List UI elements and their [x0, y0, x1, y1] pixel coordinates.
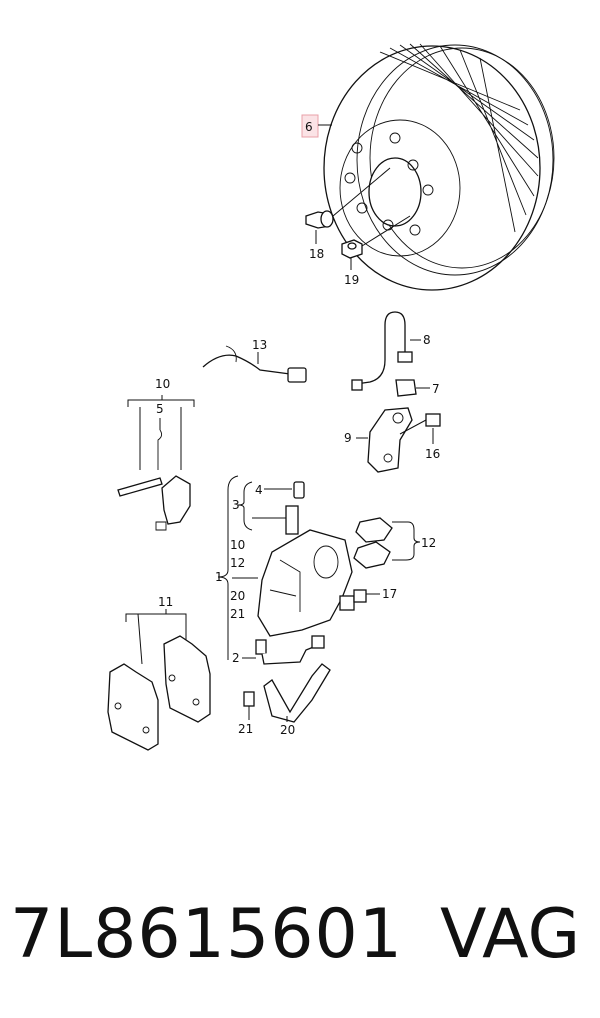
callout-7: 7 [432, 382, 440, 396]
callout-4: 4 [255, 483, 263, 497]
callout-16: 16 [425, 447, 440, 461]
brake-hose [255, 635, 325, 665]
brake-line [351, 311, 413, 391]
bleeder-cap-4 [293, 481, 305, 499]
callout-11: 11 [158, 595, 173, 609]
bolt-21 [243, 691, 255, 707]
callout-20: 20 [280, 723, 295, 737]
bolt-17 [339, 589, 367, 611]
brake-pad-outer [107, 663, 159, 751]
callout-8: 8 [423, 333, 431, 347]
callout-5: 5 [156, 402, 164, 416]
brake-caliper [257, 529, 353, 637]
bolt-19 [341, 215, 411, 259]
brake-pad-inner [163, 635, 211, 723]
support-bracket-20 [263, 663, 331, 723]
anti-rattle-clip [155, 475, 191, 531]
bleeder-valve-3 [252, 505, 299, 535]
callout-17: 17 [382, 587, 397, 601]
bolt-16 [399, 413, 441, 435]
callout-6: 6 [305, 120, 313, 134]
holder-9 [367, 407, 413, 473]
callout-9: 9 [344, 431, 352, 445]
brand-name: VAG [440, 895, 581, 974]
bolt-18 [305, 167, 391, 229]
callout-6-highlight [301, 114, 319, 138]
callout-12-inner: 12 [230, 556, 245, 570]
callout-10: 10 [230, 538, 245, 552]
callout-12: 12 [421, 536, 436, 550]
callout-19: 19 [344, 273, 359, 287]
bracket-7 [395, 379, 417, 397]
callout-20-inner: 20 [230, 589, 245, 603]
callout-10-top: 10 [155, 377, 170, 391]
footer: 7L8615601 VAG [0, 885, 600, 985]
parts-diagram: 6 18 19 13 8 7 9 [107, 43, 555, 751]
callout-1: 1 [215, 570, 223, 584]
callout-21-inner: 21 [230, 607, 245, 621]
wear-sensor [202, 345, 307, 383]
seal-ring-upper [355, 517, 393, 543]
callout-21: 21 [238, 722, 253, 736]
guide-pin [117, 477, 163, 497]
seal-ring-lower [353, 541, 391, 569]
spring-5 [157, 429, 163, 470]
callout-3: 3 [232, 498, 240, 512]
callout-18: 18 [309, 247, 324, 261]
part-number: 7L8615601 [10, 895, 403, 974]
callout-2: 2 [232, 651, 240, 665]
callout-13: 13 [252, 338, 267, 352]
